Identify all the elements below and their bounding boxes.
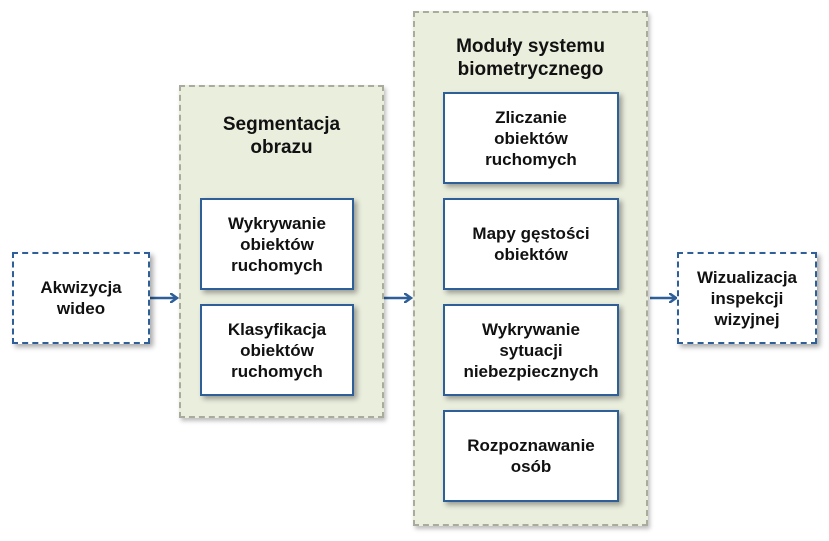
module-item-label: Wykrywanie sytuacji niebezpiecznych — [463, 319, 599, 381]
output-box: Wizualizacja inspekcji wizyjnej — [677, 252, 817, 344]
module-item-counting: Zliczanie obiektów ruchomych — [443, 92, 619, 184]
input-box: Akwizycja wideo — [12, 252, 150, 344]
module-item-danger-detection: Wykrywanie sytuacji niebezpiecznych — [443, 304, 619, 396]
segmentation-item-label: Wykrywanie obiektów ruchomych — [228, 213, 326, 275]
segmentation-item-detection: Wykrywanie obiektów ruchomych — [200, 198, 354, 290]
module-item-label: Zliczanie obiektów ruchomych — [485, 107, 577, 169]
segmentation-item-classification: Klasyfikacja obiektów ruchomych — [200, 304, 354, 396]
input-label: Akwizycja wideo — [40, 278, 122, 318]
segmentation-title: Segmentacja obrazu — [222, 114, 341, 158]
module-item-density-maps: Mapy gęstości obiektów — [443, 198, 619, 290]
module-item-person-recognition: Rozpoznawanie osób — [443, 410, 619, 502]
modules-title: Moduły systemu biometrycznego — [456, 36, 605, 80]
segmentation-item-label: Klasyfikacja obiektów ruchomych — [227, 319, 327, 381]
module-item-label: Rozpoznawanie osób — [467, 436, 595, 476]
module-item-label: Mapy gęstości obiektów — [472, 224, 590, 264]
output-label: Wizualizacja inspekcji wizyjnej — [697, 267, 797, 329]
